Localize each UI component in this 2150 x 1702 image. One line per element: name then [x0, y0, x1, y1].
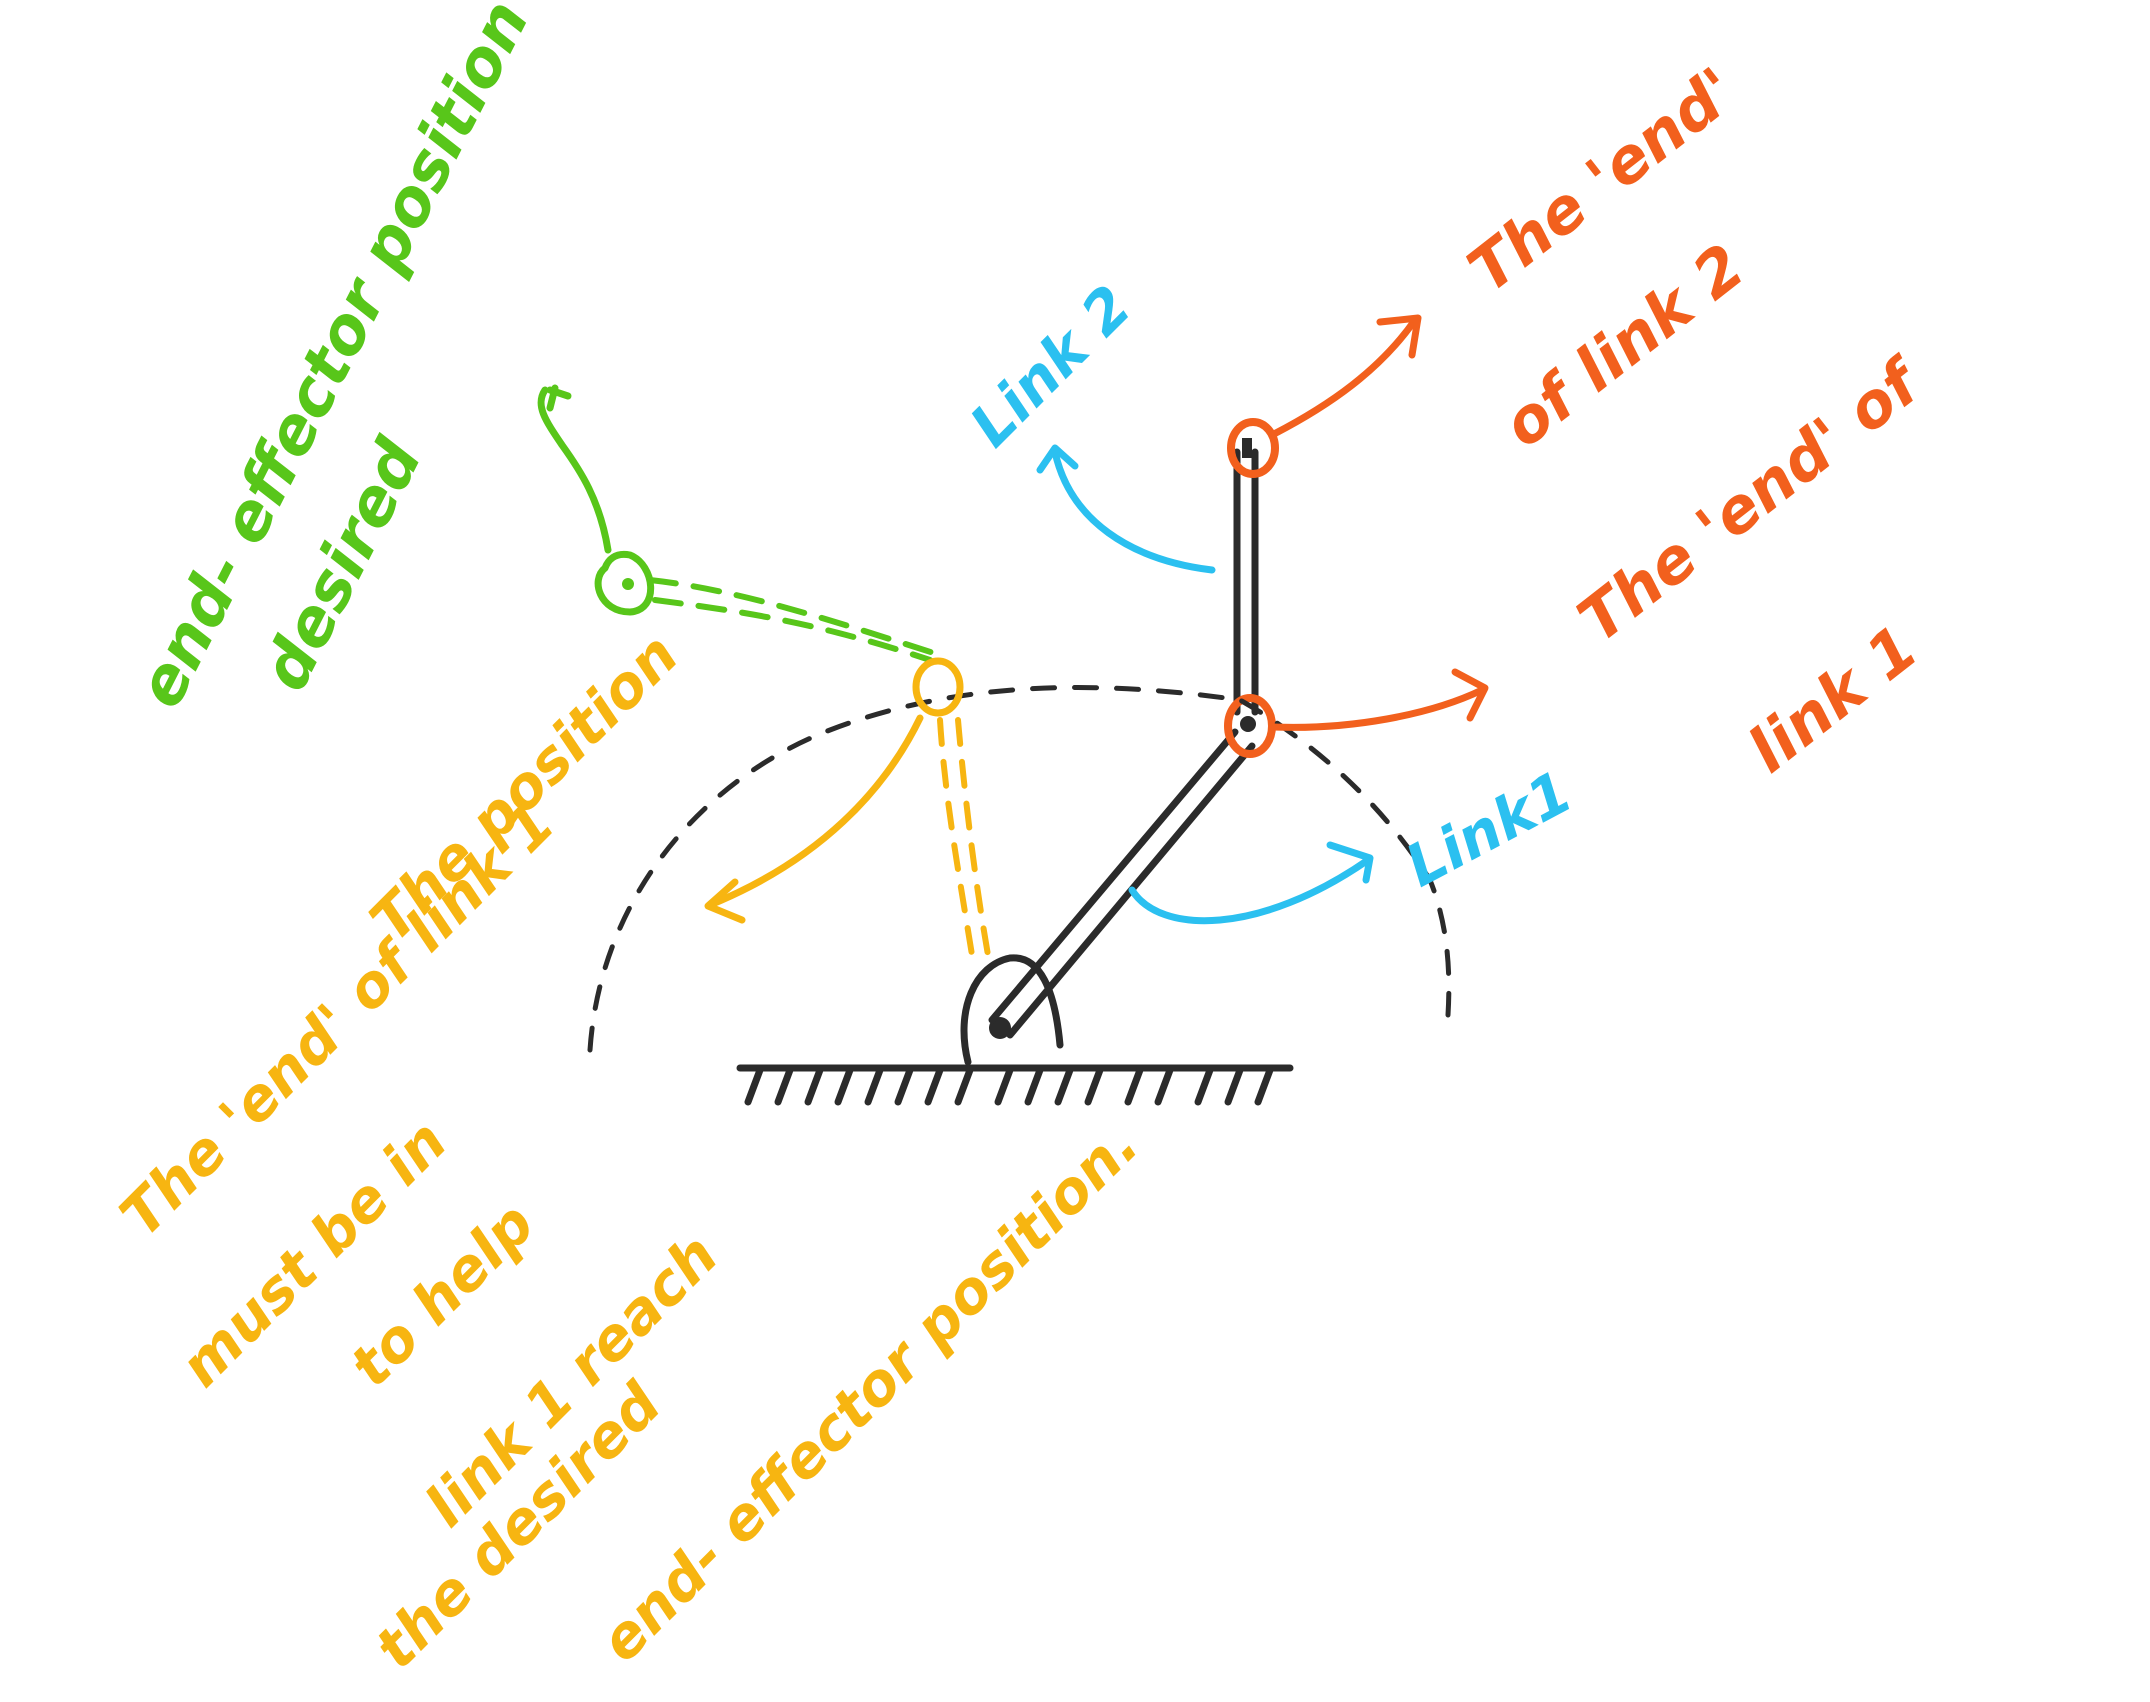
- yellow-note-line7: end- effector position.: [587, 1110, 1152, 1675]
- end-link-1-label: The 'end' of link 1: [1564, 343, 1937, 787]
- yellow-note: The position The 'end' of link 1 must be…: [107, 621, 1152, 1682]
- ground: [736, 1064, 1294, 1106]
- link-2-end-joint: [1227, 418, 1279, 478]
- link-1-arrow: [1128, 841, 1374, 925]
- link-2-arrow: [1036, 444, 1216, 574]
- end-link-1-arrow: [1269, 668, 1489, 731]
- base-joint: [960, 954, 1064, 1066]
- yellow-dashed-drop: [937, 717, 991, 958]
- ground-hatching: [744, 1066, 1274, 1106]
- yellow-arrow: [704, 714, 924, 924]
- link-1-target-marker: [912, 657, 964, 717]
- link-1-label: Link1: [1395, 757, 1583, 900]
- link-2-label: Link 2: [957, 272, 1145, 460]
- desired-position-marker: [594, 550, 655, 616]
- link-1: [988, 728, 1256, 1039]
- reach-arc: [587, 685, 1452, 1053]
- end-link-2-label: The 'end' of link 2: [1454, 53, 1758, 462]
- end-link-2-arrow: [1270, 314, 1422, 438]
- link-2: [1233, 448, 1259, 716]
- end-link1-line2: link 1: [1734, 611, 1931, 787]
- green-arrow: [537, 384, 612, 554]
- desired-position-label: desired end- effector position: [123, 0, 544, 719]
- green-dashed-connectors: [647, 577, 943, 663]
